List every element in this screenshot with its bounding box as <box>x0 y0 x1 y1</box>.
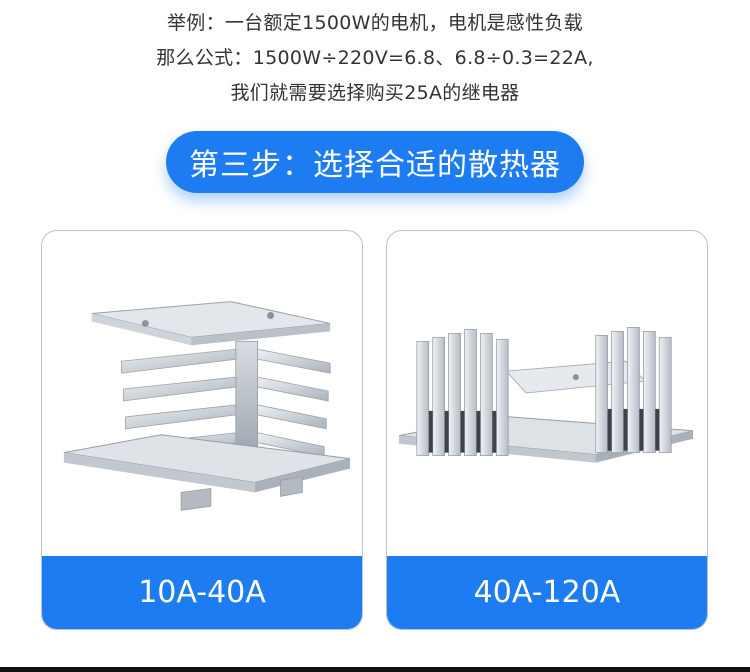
step-banner: 第三步：选择合适的散热器 <box>166 131 584 193</box>
intro-line-2: 那么公式：1500W÷220V=6.8、6.8÷0.3=22A, <box>156 47 594 69</box>
large-heatsink-image <box>398 327 694 463</box>
card-label-large: 40A-120A <box>387 556 707 629</box>
bottom-divider <box>0 667 750 672</box>
intro-line-1: 举例：一台额定1500W的电机，电机是感性负载 <box>166 12 584 34</box>
intro-text: 举例：一台额定1500W的电机，电机是感性负载 那么公式：1500W÷220V=… <box>0 6 750 111</box>
intro-line-3: 我们就需要选择购买25A的继电器 <box>230 82 520 104</box>
step-title: 第三步：选择合适的散热器 <box>189 148 561 183</box>
product-card-small-heatsink[interactable]: 10A-40A <box>41 230 363 630</box>
small-heatsink-image <box>63 301 351 511</box>
product-card-large-heatsink[interactable]: 40A-120A <box>386 230 708 630</box>
card-label-small: 10A-40A <box>42 556 362 629</box>
